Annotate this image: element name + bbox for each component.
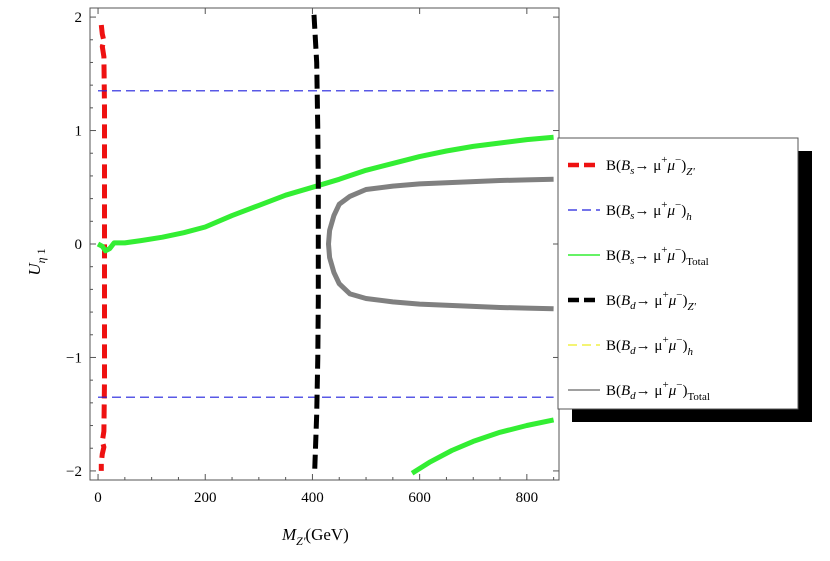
y-axis-title: Uη 1 [25, 248, 48, 275]
series-line-2 [96, 134, 554, 254]
axis-ticks: 0 200 400 600 800 −2 −1 0 1 2 [66, 8, 559, 506]
legend-label: B(Bs→ μ+μ−)h [606, 199, 692, 223]
x-tick-label: 0 [94, 490, 102, 506]
legend-label: B(Bs→ μ+μ−)Z' [606, 154, 695, 178]
series-layer [96, 14, 555, 476]
x-tick-label: 600 [408, 490, 431, 506]
x-tick-label: 800 [516, 490, 539, 506]
y-tick-label: 2 [75, 10, 83, 26]
y-tick-label: 1 [75, 124, 83, 140]
x-tick-label: 400 [301, 490, 324, 506]
legend-label: B(Bs→ μ+μ−)Total [606, 244, 709, 268]
legend-label: B(Bd→ μ+μ−)Total [606, 379, 710, 403]
x-axis-title: MZ'(GeV) [281, 525, 349, 548]
series-line-5 [326, 176, 554, 312]
plot-frame [89, 7, 560, 481]
y-tick-label: 0 [75, 237, 83, 253]
y-tick-label: −2 [66, 464, 82, 480]
legend: B(Bs→ μ+μ−)Z' B(Bs→ μ+μ−)hB(Bs→ μ+μ−)Tota… [568, 154, 710, 403]
legend-label: B(Bd→ μ+μ−)h [606, 334, 693, 358]
legend-label: B(Bd→ μ+μ−)Z' [606, 289, 697, 313]
series-line-3 [311, 14, 321, 474]
legend-box [557, 137, 799, 410]
series-line-2 [410, 417, 555, 476]
x-tick-label: 200 [194, 490, 217, 506]
series-line-0 [98, 24, 107, 471]
y-tick-label: −1 [66, 350, 82, 366]
